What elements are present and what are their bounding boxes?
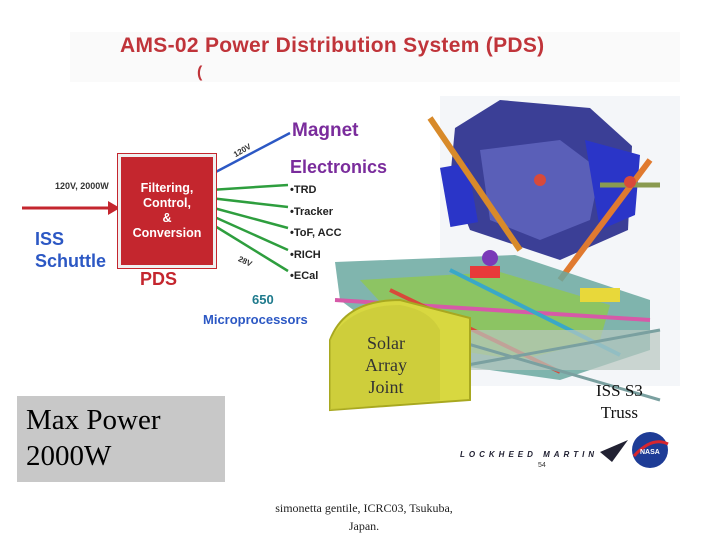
input-power-label: 120V, 2000W: [55, 181, 109, 191]
max-power-line-1: Max Power: [26, 402, 161, 438]
subsystem-item: •ECal: [290, 266, 342, 288]
pds-box-line-3: &: [121, 211, 213, 226]
pds-box-line-4: Conversion: [121, 226, 213, 241]
pds-label: PDS: [140, 269, 177, 290]
truss-line-1: ISS S3: [596, 380, 643, 402]
electronics-line-4: [210, 215, 288, 250]
pds-box-line-2: Control,: [121, 196, 213, 211]
electronics-line-2: [210, 198, 288, 207]
logo-number: 54: [538, 462, 546, 469]
electronics-label: Electronics: [290, 157, 387, 178]
footer-line-2: Japan.: [252, 517, 476, 535]
pds-function-box: Filtering, Control, & Conversion: [118, 154, 216, 268]
subtitle-fragment: (: [197, 64, 202, 82]
microprocessor-label: Microprocessors: [203, 312, 308, 327]
solar-array-joint-label: Solar Array Joint: [365, 332, 407, 398]
iss-truss-label: ISS S3 Truss: [596, 380, 643, 424]
lockheed-martin-logo: LOCKHEED MARTIN: [460, 450, 598, 459]
iss-line-2: Schuttle: [35, 250, 106, 272]
iss-line-1: ISS: [35, 228, 106, 250]
nasa-wordmark: NASA: [640, 449, 660, 456]
slide-title: AMS-02 Power Distribution System (PDS): [120, 34, 640, 58]
solar-line-2: Array: [365, 354, 407, 376]
magnet-power-line: [210, 133, 290, 175]
subsystem-list: •TRD •Tracker •ToF, ACC •RICH •ECal: [290, 180, 342, 288]
subsystem-item: •Tracker: [290, 202, 342, 224]
subsystem-item: •ToF, ACC: [290, 223, 342, 245]
truss-line-2: Truss: [596, 402, 643, 424]
electronics-line-1: [210, 185, 288, 190]
iss-source-label: ISS Schuttle: [35, 228, 106, 272]
max-power-line-2: 2000W: [26, 438, 161, 474]
pds-box-line-1: Filtering,: [121, 181, 213, 196]
microprocessor-count: 650: [252, 292, 274, 307]
solar-line-1: Solar: [365, 332, 407, 354]
subsystem-item: •RICH: [290, 245, 342, 267]
max-power-text: Max Power 2000W: [26, 402, 161, 474]
magnet-label: Magnet: [292, 120, 359, 142]
electronics-line-3: [210, 207, 288, 228]
solar-line-3: Joint: [365, 376, 407, 398]
subsystem-item: •TRD: [290, 180, 342, 202]
footer-line-1: simonetta gentile, ICRC03, Tsukuba,: [252, 499, 476, 517]
lockheed-star-icon: [600, 440, 628, 462]
slide-footer: simonetta gentile, ICRC03, Tsukuba, Japa…: [252, 499, 476, 535]
